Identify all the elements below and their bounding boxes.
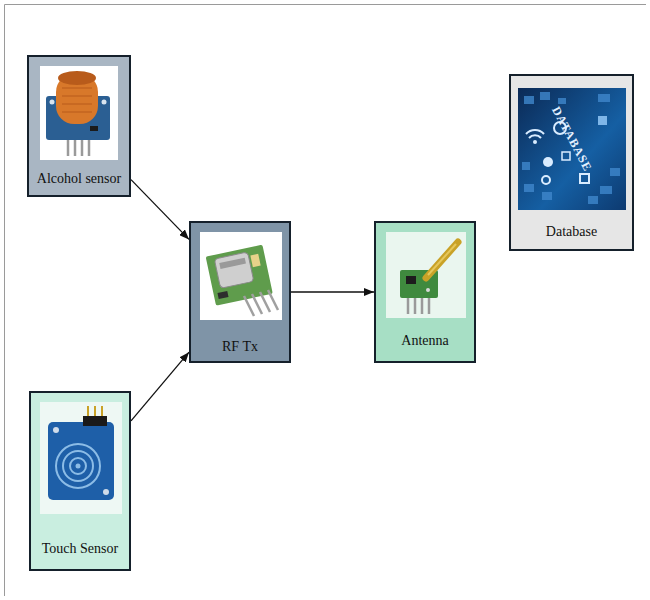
sensor-box: Alcohol sensor xyxy=(27,55,131,197)
node-label: RF Tx xyxy=(222,338,258,355)
touch-sensor-picture xyxy=(40,402,122,514)
arrow-connector xyxy=(131,180,189,240)
transmitter-box: RF Tx xyxy=(189,221,291,363)
sensor-box: Touch Sensor xyxy=(29,391,131,571)
arrow-connector xyxy=(291,291,374,292)
node-label: Database xyxy=(546,223,597,240)
node-label: Touch Sensor xyxy=(42,540,118,557)
frame-line xyxy=(4,5,5,597)
database-box: Database xyxy=(509,74,634,251)
arrow-connector xyxy=(131,352,189,421)
gas-sensor-picture xyxy=(40,66,118,160)
node-label: Antenna xyxy=(401,332,448,349)
antenna-module-picture xyxy=(386,232,466,318)
antenna-box: Antenna xyxy=(374,221,476,363)
node-label: Alcohol sensor xyxy=(37,170,121,187)
rf-module-picture xyxy=(200,232,282,320)
frame-line xyxy=(5,4,647,5)
